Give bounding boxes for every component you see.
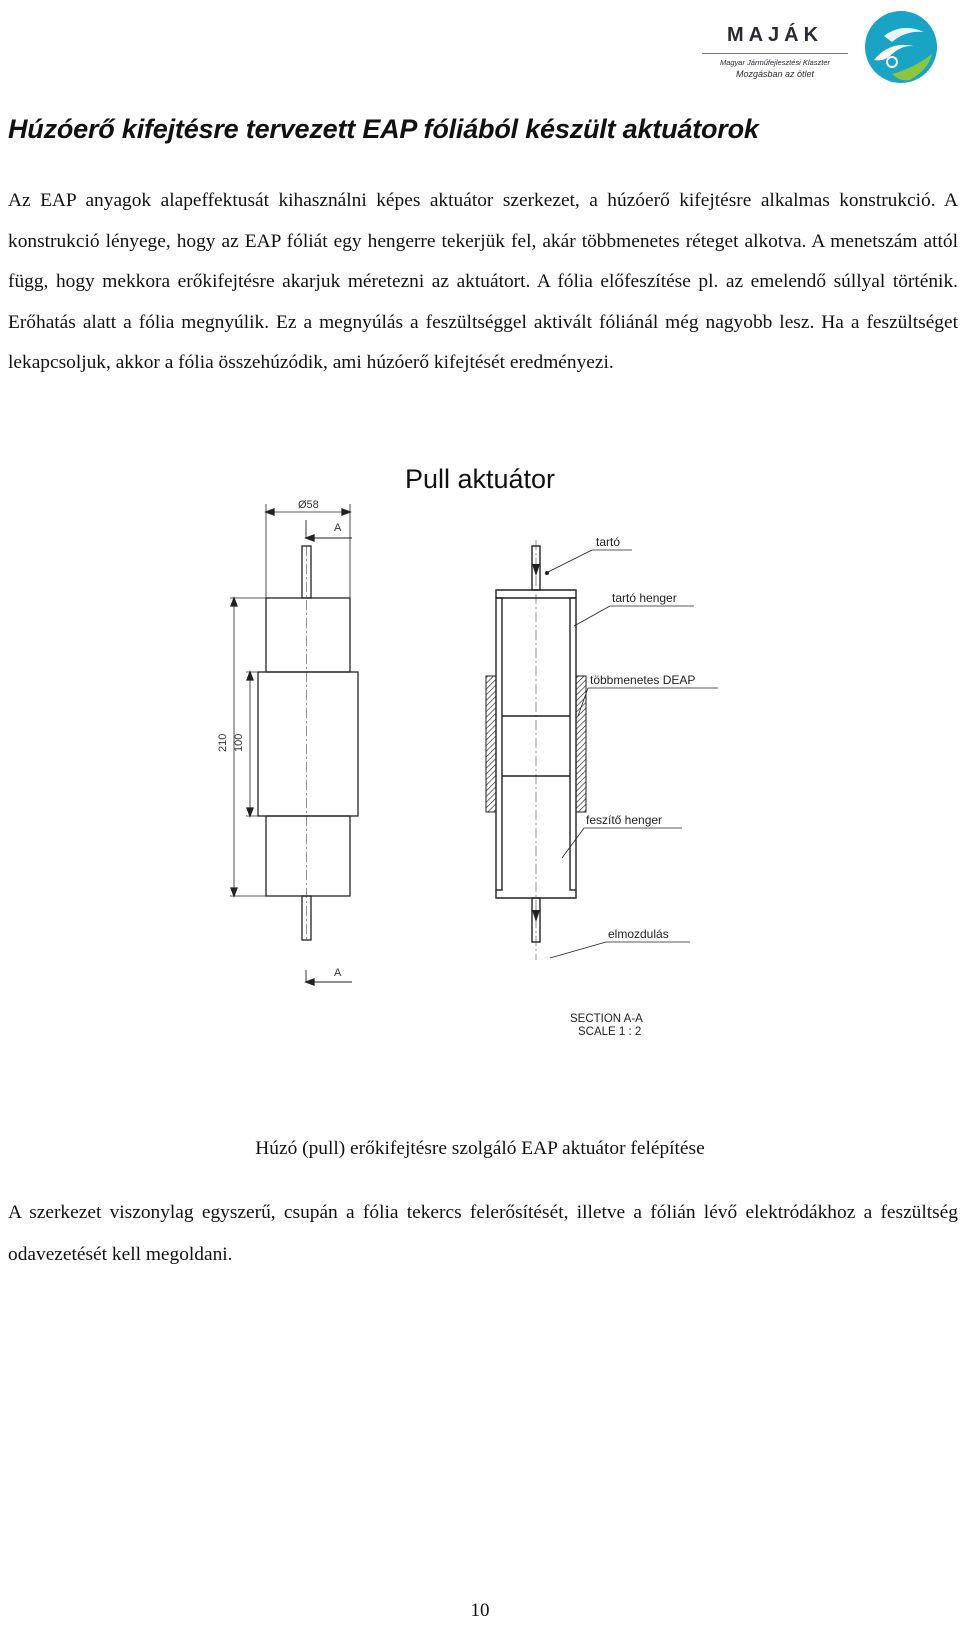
- pull-actuator-drawing: Pull aktuátor: [217, 464, 718, 1038]
- dim-total-label: 210: [217, 734, 229, 752]
- page-number: 10: [470, 1600, 490, 1621]
- logo-tagline: Mozgásban az ötlet: [735, 69, 815, 79]
- dim-diameter-label: Ø58: [298, 499, 319, 511]
- intro-paragraph: Az EAP anyagok alapeffektusát kihasználn…: [8, 190, 958, 374]
- diagram-title: Pull aktuátor: [405, 464, 555, 494]
- label-elmozdulas: elmozdulás: [608, 927, 669, 941]
- label-tarto-henger: tartó henger: [612, 591, 677, 605]
- logo-divider: [702, 53, 848, 54]
- logo-name: MAJÁK: [726, 24, 824, 46]
- label-feszito: feszítő henger: [586, 813, 662, 827]
- dim-middle-label: 100: [233, 734, 245, 752]
- section-mark-top: A: [334, 522, 342, 534]
- section-title: Húzóerő kifejtésre tervezett EAP fóliábó…: [8, 114, 759, 144]
- section-label: SECTION A-A: [570, 1013, 643, 1025]
- section-mark-bottom: A: [334, 967, 342, 979]
- label-deap: többmenetes DEAP: [590, 673, 695, 687]
- left-view: [230, 504, 359, 986]
- section-view: [495, 540, 718, 960]
- deap-layer-left: [485, 675, 497, 813]
- logo-subtitle: Magyar Járműfejlesztési Klaszter: [719, 58, 831, 67]
- figure-caption: Húzó (pull) erőkifejtésre szolgáló EAP a…: [255, 1138, 705, 1159]
- scale-label: SCALE 1 : 2: [578, 1026, 641, 1038]
- deap-layer-right: [575, 675, 587, 813]
- swirl-logo-icon: [865, 11, 937, 83]
- label-tarto: tartó: [596, 535, 620, 549]
- majak-logo: MAJÁK Magyar Járműfejlesztési Klaszter M…: [700, 8, 950, 88]
- closing-paragraph: A szerkezet viszonylag egyszerű, csupán …: [8, 1202, 958, 1265]
